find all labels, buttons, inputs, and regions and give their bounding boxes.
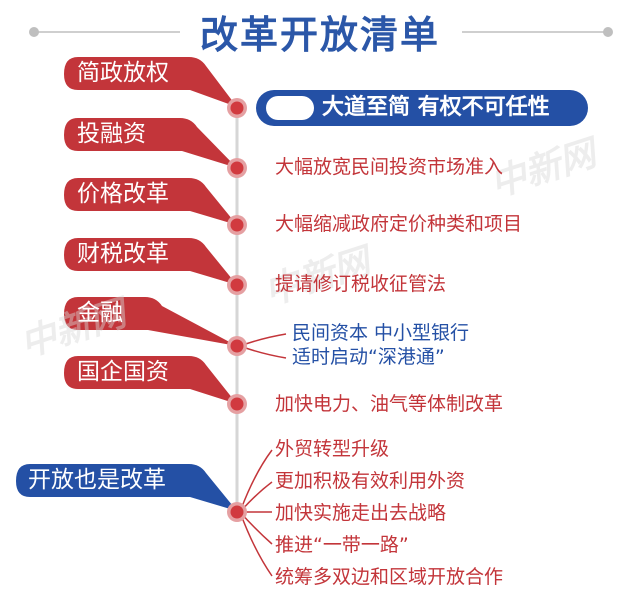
- item-jiage: 大幅缩减政府定价种类和项目: [275, 213, 523, 235]
- tab-jiage: [64, 178, 237, 225]
- title-rule-left-dot: [29, 27, 39, 37]
- tab-jianzheng: [64, 57, 237, 107]
- connector-jinrong-1: [239, 333, 287, 347]
- banner-text: 大道至简 有权不可任性: [322, 95, 550, 120]
- item-jinrong-1: 民间资本 中小型银行: [292, 322, 470, 344]
- item-jinrong-2: 适时启动“深港通”: [292, 346, 445, 368]
- tab-guoqi: [64, 356, 237, 404]
- category-label-caishui: 财税改革: [77, 241, 169, 267]
- item-caishui: 提请修订税收征管法: [275, 273, 447, 295]
- title-rule-right-dot: [603, 27, 613, 37]
- tab-kaifang: [16, 464, 237, 511]
- item-kaifang-2: 更加积极有效利用外资: [275, 470, 466, 492]
- banner: 大道至简 有权不可任性: [256, 90, 588, 126]
- item-kaifang-4: 推进“一带一路”: [275, 534, 409, 556]
- connector-kaifang-1: [239, 449, 273, 513]
- category-label-guoqi: 国企国资: [77, 359, 169, 385]
- category-label-kaifang: 开放也是改革: [28, 467, 166, 493]
- category-label-jinrong: 金融: [77, 300, 123, 326]
- item-guoqi: 加快电力、油气等体制改革: [275, 393, 504, 415]
- banner-inner-pill: [266, 96, 314, 120]
- connector-kaifang-5: [239, 511, 273, 577]
- page-title: 改革开放清单: [199, 13, 440, 57]
- category-label-jiage: 价格改革: [77, 181, 169, 207]
- connector-jinrong-2: [239, 345, 287, 359]
- tab-jinrong: [64, 297, 237, 346]
- category-label-touzirong: 投融资: [77, 121, 146, 147]
- item-kaifang-5: 统筹多双边和区域开放合作: [275, 566, 504, 588]
- category-label-jianzheng: 简政放权: [77, 60, 169, 86]
- item-kaifang-3: 加快实施走出去战略: [275, 502, 447, 524]
- tab-touzirong: [64, 118, 237, 168]
- item-kaifang-1: 外贸转型升级: [275, 438, 390, 460]
- banner-pill: [256, 90, 588, 126]
- item-touzirong: 大幅放宽民间投资市场准入: [275, 156, 504, 178]
- tab-caishui: [64, 238, 237, 285]
- timeline-nodes: [227, 98, 247, 522]
